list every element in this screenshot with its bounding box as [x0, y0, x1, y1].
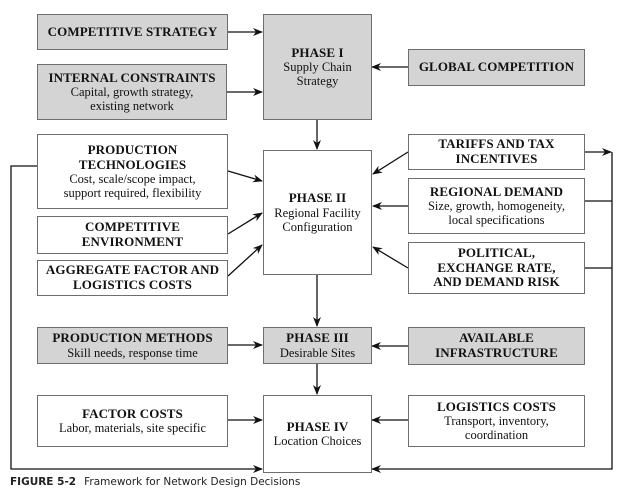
production-methods-subtitle: Skill needs, response time — [67, 345, 198, 360]
arrow-aggregate-costs-to-phase2 — [227, 244, 263, 277]
regional-demand-box: REGIONAL DEMAND Size, growth, homogeneit… — [408, 178, 585, 234]
factor-costs-title: FACTOR COSTS — [82, 405, 183, 421]
logistics-costs-title: LOGISTICS COSTS — [437, 398, 556, 414]
competitive-environment-title: COMPETITIVE ENVIRONMENT — [81, 219, 184, 249]
aggregate-costs-title: AGGREGATE FACTOR AND LOGISTICS COSTS — [45, 262, 220, 292]
arrow-political-risk-to-phase2 — [372, 246, 409, 269]
competitive-strategy-title: COMPETITIVE STRATEGY — [47, 23, 218, 39]
phase4-title: PHASE IV — [286, 418, 349, 434]
phase3-subtitle: Desirable Sites — [279, 345, 356, 360]
political-risk-box: POLITICAL, EXCHANGE RATE, AND DEMAND RIS… — [408, 242, 585, 294]
internal-constraints-subtitle: Capital, growth strategy, existing netwo… — [70, 85, 194, 114]
phase2-title: PHASE II — [288, 190, 347, 206]
figure-label: FIGURE 5-2 — [10, 476, 77, 488]
arrow-competitive-environment-to-phase2 — [227, 212, 263, 235]
production-technologies-title: PRODUCTION TECHNOLOGIES — [78, 141, 187, 172]
phase4-box: PHASE IV Location Choices — [263, 395, 372, 473]
arrow-production-technologies-to-phase2 — [227, 170, 263, 183]
factor-costs-box: FACTOR COSTS Labor, materials, site spec… — [37, 395, 228, 447]
logistics-costs-box: LOGISTICS COSTS Transport, inventory, co… — [408, 395, 585, 447]
production-methods-title: PRODUCTION METHODS — [52, 330, 213, 346]
phase2-box: PHASE II Regional Facility Configuration — [263, 150, 372, 275]
political-risk-title: POLITICAL, EXCHANGE RATE, AND DEMAND RIS… — [433, 245, 560, 290]
phase1-subtitle: Supply Chain Strategy — [283, 60, 352, 89]
competitive-environment-box: COMPETITIVE ENVIRONMENT — [37, 216, 228, 254]
phase3-title: PHASE III — [286, 330, 349, 346]
available-infrastructure-title: AVAILABLE INFRASTRUCTURE — [435, 330, 558, 360]
loop-production-technologies-to-phase4 — [10, 165, 263, 473]
factor-costs-subtitle: Labor, materials, site specific — [58, 421, 206, 436]
aggregate-costs-box: AGGREGATE FACTOR AND LOGISTICS COSTS — [37, 260, 228, 296]
regional-demand-subtitle: Size, growth, homogeneity, local specifi… — [427, 199, 565, 228]
figure-caption-text: Framework for Network Design Decisions — [84, 476, 301, 488]
phase3-box: PHASE III Desirable Sites — [263, 327, 372, 364]
available-infrastructure-box: AVAILABLE INFRASTRUCTURE — [408, 327, 585, 365]
arrow-tariffs-to-phase2 — [372, 151, 409, 175]
regional-demand-title: REGIONAL DEMAND — [429, 183, 564, 199]
phase2-subtitle: Regional Facility Configuration — [274, 205, 361, 234]
internal-constraints-box: INTERNAL CONSTRAINTS Capital, growth str… — [37, 64, 227, 120]
logistics-costs-subtitle: Transport, inventory, coordination — [444, 414, 549, 443]
phase4-subtitle: Location Choices — [273, 434, 362, 449]
tariffs-title: TARIFFS AND TAX INCENTIVES — [438, 136, 555, 166]
competitive-strategy-box: COMPETITIVE STRATEGY — [37, 14, 228, 50]
figure-caption: FIGURE 5-2 Framework for Network Design D… — [10, 476, 300, 488]
loop-right-factors-to-phase4 — [371, 152, 613, 473]
global-competition-title: GLOBAL COMPETITION — [418, 59, 575, 75]
internal-constraints-title: INTERNAL CONSTRAINTS — [48, 69, 216, 85]
production-technologies-subtitle: Cost, scale/scope impact, support requir… — [63, 172, 202, 201]
phase1-title: PHASE I — [291, 44, 344, 60]
tariffs-box: TARIFFS AND TAX INCENTIVES — [408, 134, 585, 170]
production-technologies-box: PRODUCTION TECHNOLOGIES Cost, scale/scop… — [37, 134, 228, 209]
production-methods-box: PRODUCTION METHODS Skill needs, response… — [37, 327, 228, 364]
global-competition-box: GLOBAL COMPETITION — [408, 49, 585, 86]
phase1-box: PHASE I Supply Chain Strategy — [263, 14, 372, 120]
